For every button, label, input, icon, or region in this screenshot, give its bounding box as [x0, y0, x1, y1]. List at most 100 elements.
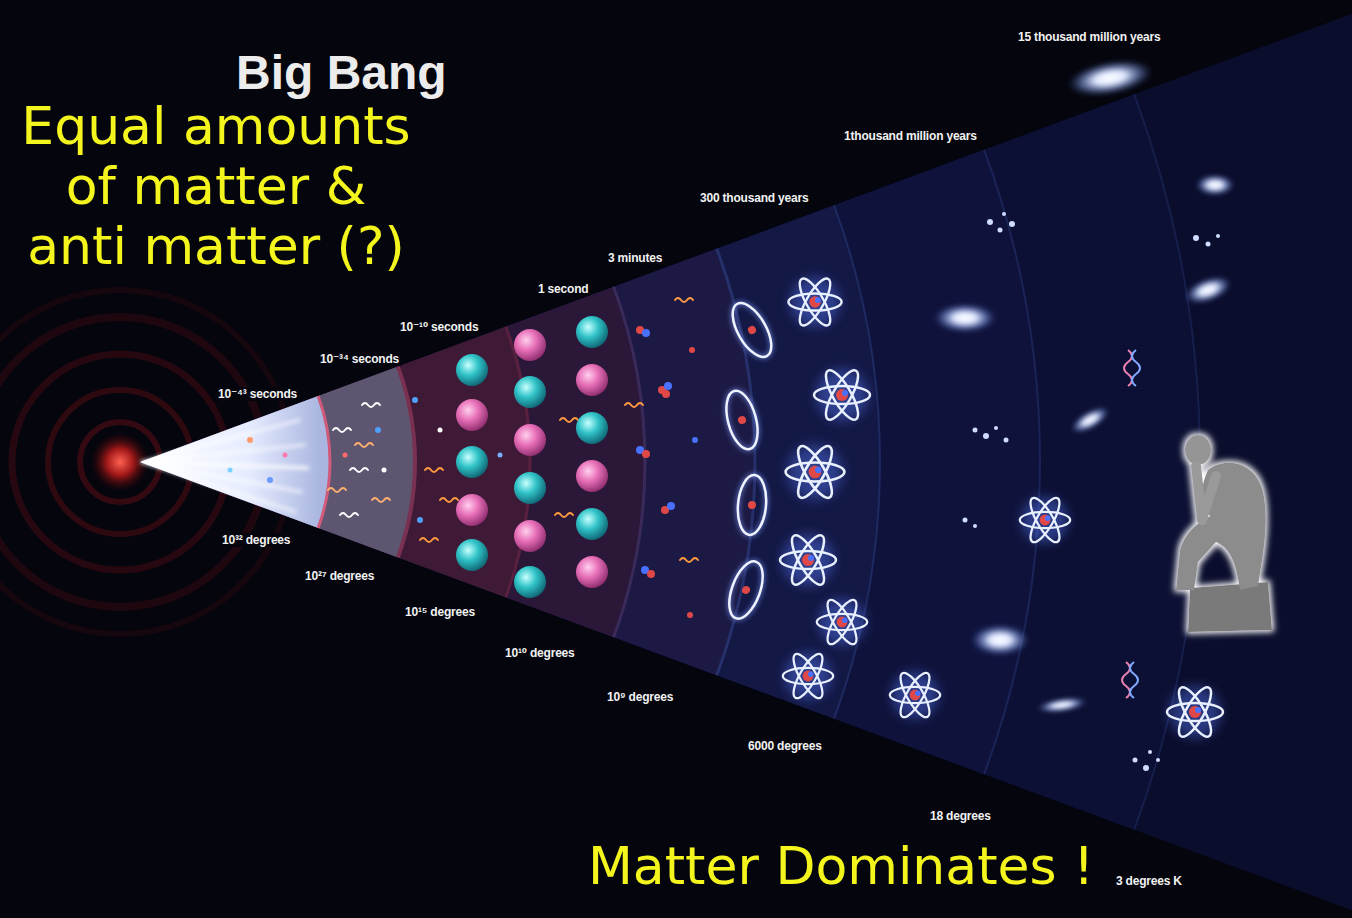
time-label: 300 thousand years [698, 191, 810, 205]
particle [343, 453, 348, 458]
band-edge [614, 287, 645, 637]
teal-sphere [514, 376, 546, 408]
atom-symbol [783, 650, 833, 702]
time-label: 3 minutes [606, 251, 664, 265]
atom-symbol [1020, 494, 1070, 546]
cluster-dot [973, 428, 978, 433]
particle [555, 513, 573, 517]
nucleus-dot [647, 570, 655, 578]
pink-sphere [514, 520, 546, 552]
cluster-dot [987, 219, 993, 225]
atom-symbol [817, 596, 867, 648]
cone-band [140, 287, 645, 637]
band-edge [984, 150, 1040, 774]
hydrogen-ring [725, 297, 779, 363]
particle [425, 468, 443, 472]
title-text: Big Bang [236, 46, 447, 100]
cluster-dot [963, 518, 968, 523]
tip-spray [142, 420, 308, 512]
temperature-label: 10⁹ degrees [605, 690, 675, 704]
galaxy [933, 303, 997, 333]
cluster-dot [994, 426, 998, 430]
time-label: 1 second [536, 282, 590, 296]
nucleus-dot [642, 450, 650, 458]
atom-symbol [786, 442, 845, 502]
particle [680, 558, 698, 562]
label-holder: 10¹⁰ degrees [503, 646, 577, 660]
particle [355, 443, 373, 447]
galaxy-cluster [963, 212, 1221, 771]
temperature-label: 3 degrees K [1114, 874, 1184, 888]
particle [247, 437, 253, 443]
label-holder: 10¹⁵ degrees [403, 605, 477, 619]
label-holder: 10⁻⁴³ seconds [216, 387, 299, 401]
temperature-label: 6000 degrees [746, 739, 824, 753]
annotation-text: Matter Dominates ! [588, 836, 1094, 896]
atom-symbol [814, 366, 870, 423]
cluster-dot [1193, 235, 1199, 241]
pink-sphere [514, 329, 546, 361]
dna-helix [1130, 662, 1138, 698]
label-holder: 1 second [536, 282, 590, 296]
statue-head [1185, 435, 1211, 465]
galaxies [933, 54, 1236, 771]
particle [333, 428, 351, 432]
pink-sphere [456, 494, 488, 526]
cluster-dot [1206, 242, 1211, 247]
nucleus-dot [664, 382, 672, 390]
galaxy [1066, 401, 1113, 439]
label-holder: 300 thousand years [698, 191, 810, 205]
time-label: 10⁻³⁴ seconds [318, 352, 401, 366]
label-holder: 1thousand million years [842, 129, 979, 143]
cluster-dot [983, 433, 989, 439]
label-holder: Matter Dominates ! [588, 836, 1094, 896]
particle [560, 418, 578, 422]
particle [417, 517, 423, 523]
particle [350, 468, 368, 472]
dna-helix [1132, 350, 1140, 386]
temperature-label: 10¹⁵ degrees [403, 605, 477, 619]
teal-sphere [576, 316, 608, 348]
label-holder: 10⁻¹⁰ seconds [398, 320, 480, 334]
cluster-dot [1143, 765, 1149, 771]
galaxy [1035, 694, 1088, 715]
hydrogen-ring [721, 387, 764, 452]
dna-helix [1122, 662, 1130, 698]
particle [283, 453, 288, 458]
label-holder: 18 degrees [928, 809, 993, 823]
temperature-label: 10¹⁰ degrees [503, 646, 577, 660]
atom-symbol [1167, 683, 1223, 740]
pink-sphere [576, 460, 608, 492]
annotation-text: Equal amounts of matter & anti matter (?… [12, 96, 420, 276]
hot-particles [228, 397, 579, 542]
nucleus-dot [687, 612, 693, 618]
cone-band [140, 327, 530, 598]
cluster-dot [1004, 438, 1009, 443]
light-nuclei [625, 298, 698, 618]
cone-band [140, 249, 755, 676]
atom-symbol [788, 275, 841, 330]
particle [375, 427, 381, 433]
statue-arm [1196, 466, 1216, 520]
atom-symbol [890, 669, 940, 721]
particle [420, 538, 438, 542]
teal-sphere [514, 566, 546, 598]
cone-band [140, 367, 415, 558]
pink-sphere [456, 399, 488, 431]
cluster-dot [1133, 758, 1138, 763]
time-label: 1thousand million years [842, 129, 979, 143]
galaxy [1195, 174, 1235, 196]
particle [267, 477, 273, 483]
label-holder: 3 minutes [606, 251, 664, 265]
spray-ray [142, 420, 300, 462]
pink-sphere [576, 556, 608, 588]
nucleus-dot [667, 502, 675, 510]
temperature-label: 10³² degrees [220, 533, 292, 547]
teal-sphere [456, 539, 488, 571]
cone-tip [140, 396, 330, 528]
particle [675, 298, 693, 302]
label-holder: Equal amounts of matter & anti matter (?… [12, 96, 420, 276]
cluster-dot [1156, 758, 1160, 762]
atom-symbol [780, 531, 836, 588]
particle [340, 513, 358, 517]
